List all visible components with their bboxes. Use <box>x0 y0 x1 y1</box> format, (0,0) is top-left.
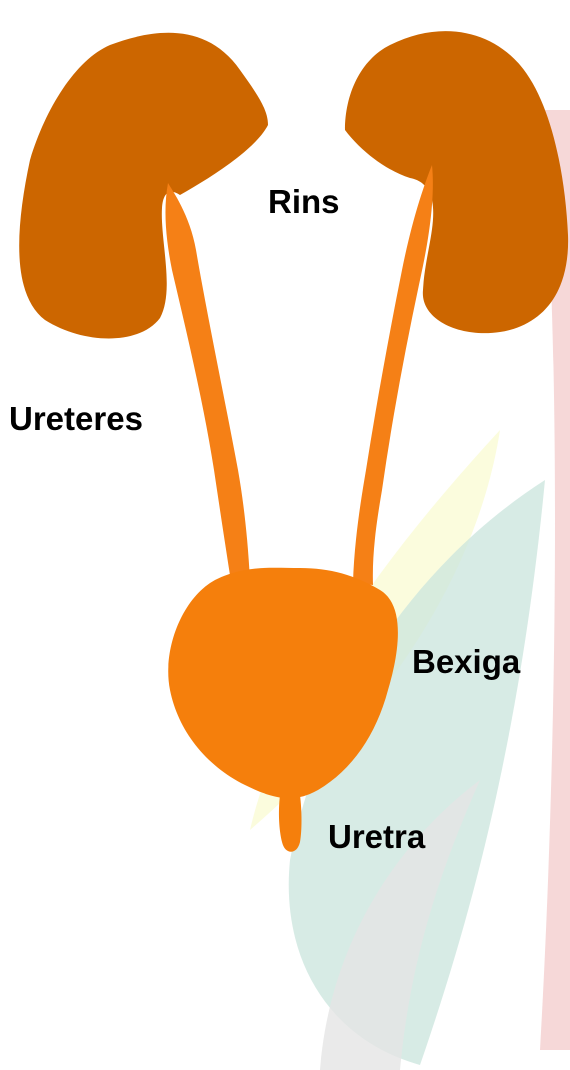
left-ureter <box>165 183 250 588</box>
left-kidney <box>19 33 268 339</box>
label-kidneys: Rins <box>268 183 340 220</box>
label-urethra: Uretra <box>328 818 426 855</box>
urethra <box>279 795 302 852</box>
label-ureters: Ureteres <box>9 400 143 437</box>
right-kidney <box>345 31 568 333</box>
label-bladder: Bexiga <box>412 643 521 680</box>
